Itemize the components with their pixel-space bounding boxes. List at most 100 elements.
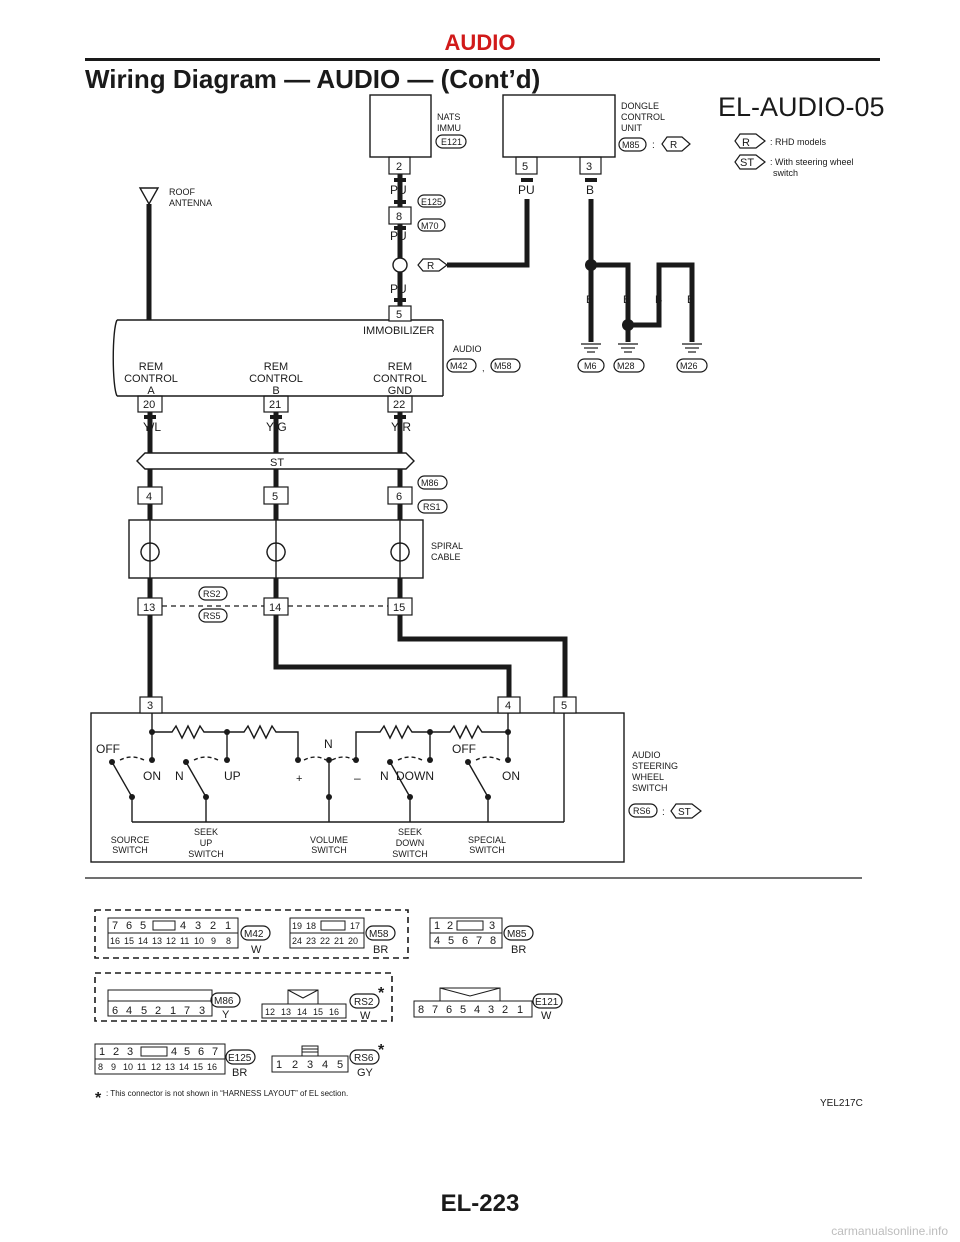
wire-pu-dongle: PU <box>518 183 535 197</box>
rs2-id: RS2 <box>354 997 374 1008</box>
m86-id: M86 <box>214 996 234 1007</box>
rs2-star: * <box>378 985 385 1002</box>
m58-color: BR <box>373 944 388 956</box>
audio-unit: 5 IMMOBILIZER AUDIO M42 , M58 REM CONTRO… <box>112 305 521 413</box>
dongle-name-3: UNIT <box>621 123 642 133</box>
page-number: EL-223 <box>440 1190 520 1217</box>
lbl-seekup: SEEK <box>194 827 218 837</box>
m85-pin: 7 <box>476 935 482 947</box>
rs6-star: * <box>378 1042 385 1059</box>
dongle-control-unit: 5 3 DONGLE CONTROL UNIT M85 : R <box>502 94 691 175</box>
footnote-text: : This connector is not shown in “HARNES… <box>106 1089 348 1098</box>
m85-pin: 8 <box>490 935 496 947</box>
sws-pin-5: 5 <box>561 700 567 712</box>
sws-off-right: OFF <box>452 742 476 756</box>
audio-immobilizer-label: IMMOBILIZER <box>363 325 435 337</box>
m86-pin: 2 <box>155 1005 161 1017</box>
m85-pin: 3 <box>489 920 495 932</box>
e125-pin: 10 <box>123 1062 133 1072</box>
sws-name-3: WHEEL <box>632 772 664 782</box>
wire-pu-2: PU <box>390 229 407 243</box>
sws-pin-4: 4 <box>505 700 511 712</box>
lbl-seekup-2: UP <box>200 838 213 848</box>
e121-id: E121 <box>535 997 559 1008</box>
nats-pin: 2 <box>396 161 402 173</box>
m85-id: M85 <box>507 929 527 940</box>
m58-pin: 19 <box>292 921 302 931</box>
lbl-seekdn-2: DOWN <box>396 838 425 848</box>
sws-connector: RS6 <box>633 806 651 816</box>
rc-g-2: CONTROL <box>373 373 427 385</box>
diagram-id: EL-AUDIO-05 <box>718 92 885 122</box>
sws-name: AUDIO <box>632 750 661 760</box>
sws-name-4: SWITCH <box>632 783 668 793</box>
dongle-pin-b: 3 <box>586 161 592 173</box>
audio-conn-2: M58 <box>494 361 512 371</box>
m58-pin: 18 <box>306 921 316 931</box>
rs6-pin: 2 <box>292 1059 298 1071</box>
e125-pin: 3 <box>127 1046 133 1058</box>
audio-pin-22: 22 <box>393 399 405 411</box>
rs6-pin: 3 <box>307 1059 313 1071</box>
m85-pin: 4 <box>434 935 440 947</box>
spiral-conn-rs5: RS5 <box>203 611 221 621</box>
rs6-pin: 5 <box>337 1059 343 1071</box>
rs6-pin: 4 <box>322 1059 328 1071</box>
sws-n-up: N <box>175 769 184 783</box>
m42-pin: 13 <box>152 936 162 946</box>
sws-name-2: STEERING <box>632 761 678 771</box>
rs6-color: GY <box>357 1067 374 1079</box>
connector-m86: 6 4 5 2 1 7 3 M86 Y <box>107 989 241 1021</box>
wire-b-dongle: B <box>586 183 594 197</box>
rs2-pin: 16 <box>329 1007 339 1017</box>
sws-n-down: N <box>380 769 389 783</box>
m42-pin: 9 <box>211 936 216 946</box>
audio-pin-21: 21 <box>269 399 281 411</box>
e121-pin: 4 <box>474 1004 480 1016</box>
dongle-connector: M85 <box>622 140 640 150</box>
roof-antenna-label: ROOF <box>169 187 196 197</box>
rc-a-1: REM <box>139 361 163 373</box>
m42-pin: 8 <box>226 936 231 946</box>
nats-connector: E121 <box>441 137 462 147</box>
audio-immo-pin: 5 <box>396 309 402 321</box>
spiral-pin-5: 5 <box>272 491 278 503</box>
m58-id: M58 <box>369 929 389 940</box>
e121-color: W <box>541 1010 552 1022</box>
lbl-seekdn-3: SWITCH <box>392 849 428 859</box>
m42-pin: 11 <box>180 936 189 946</box>
connector-e121: 8 7 6 5 4 3 2 1 E121 W <box>413 987 563 1022</box>
audio-sep: , <box>482 363 485 373</box>
m42-pin: 16 <box>110 936 120 946</box>
e125-pin: 1 <box>99 1046 105 1058</box>
lbl-seekdn: SEEK <box>398 827 422 837</box>
m42-pin: 5 <box>140 920 146 932</box>
e125-pin: 4 <box>171 1046 177 1058</box>
dongle-pin-a: 5 <box>522 161 528 173</box>
m86-color: Y <box>222 1009 230 1021</box>
m86-pin: 1 <box>170 1005 176 1017</box>
audio-name: AUDIO <box>453 344 482 354</box>
sws-pin-3: 3 <box>147 700 153 712</box>
wire-pu-1: PU <box>390 183 407 197</box>
m42-pin: 14 <box>138 936 148 946</box>
roof-antenna: ROOF ANTENNA <box>138 187 212 320</box>
m58-pin: 23 <box>306 936 316 946</box>
spiral-pin-15: 15 <box>393 602 405 614</box>
m85-pin: 2 <box>447 920 453 932</box>
e121-pin: 5 <box>460 1004 466 1016</box>
ground-m6: M6 <box>584 361 597 371</box>
spiral-conn-rs2: RS2 <box>203 589 221 599</box>
nats-name-2: IMMU <box>437 123 461 133</box>
m42-pin: 2 <box>210 920 216 932</box>
m42-pin: 3 <box>195 920 201 932</box>
dongle-colon: : <box>652 140 655 151</box>
spiral-pin-13: 13 <box>143 602 155 614</box>
ground-m28: M28 <box>617 361 635 371</box>
connector-m85: 1 2 3 4 5 6 7 8 M85 BR <box>429 917 534 956</box>
m58-pin: 17 <box>350 921 360 931</box>
wire-b-4: B <box>687 294 694 306</box>
m42-id: M42 <box>244 929 264 940</box>
header-rule <box>85 58 880 61</box>
